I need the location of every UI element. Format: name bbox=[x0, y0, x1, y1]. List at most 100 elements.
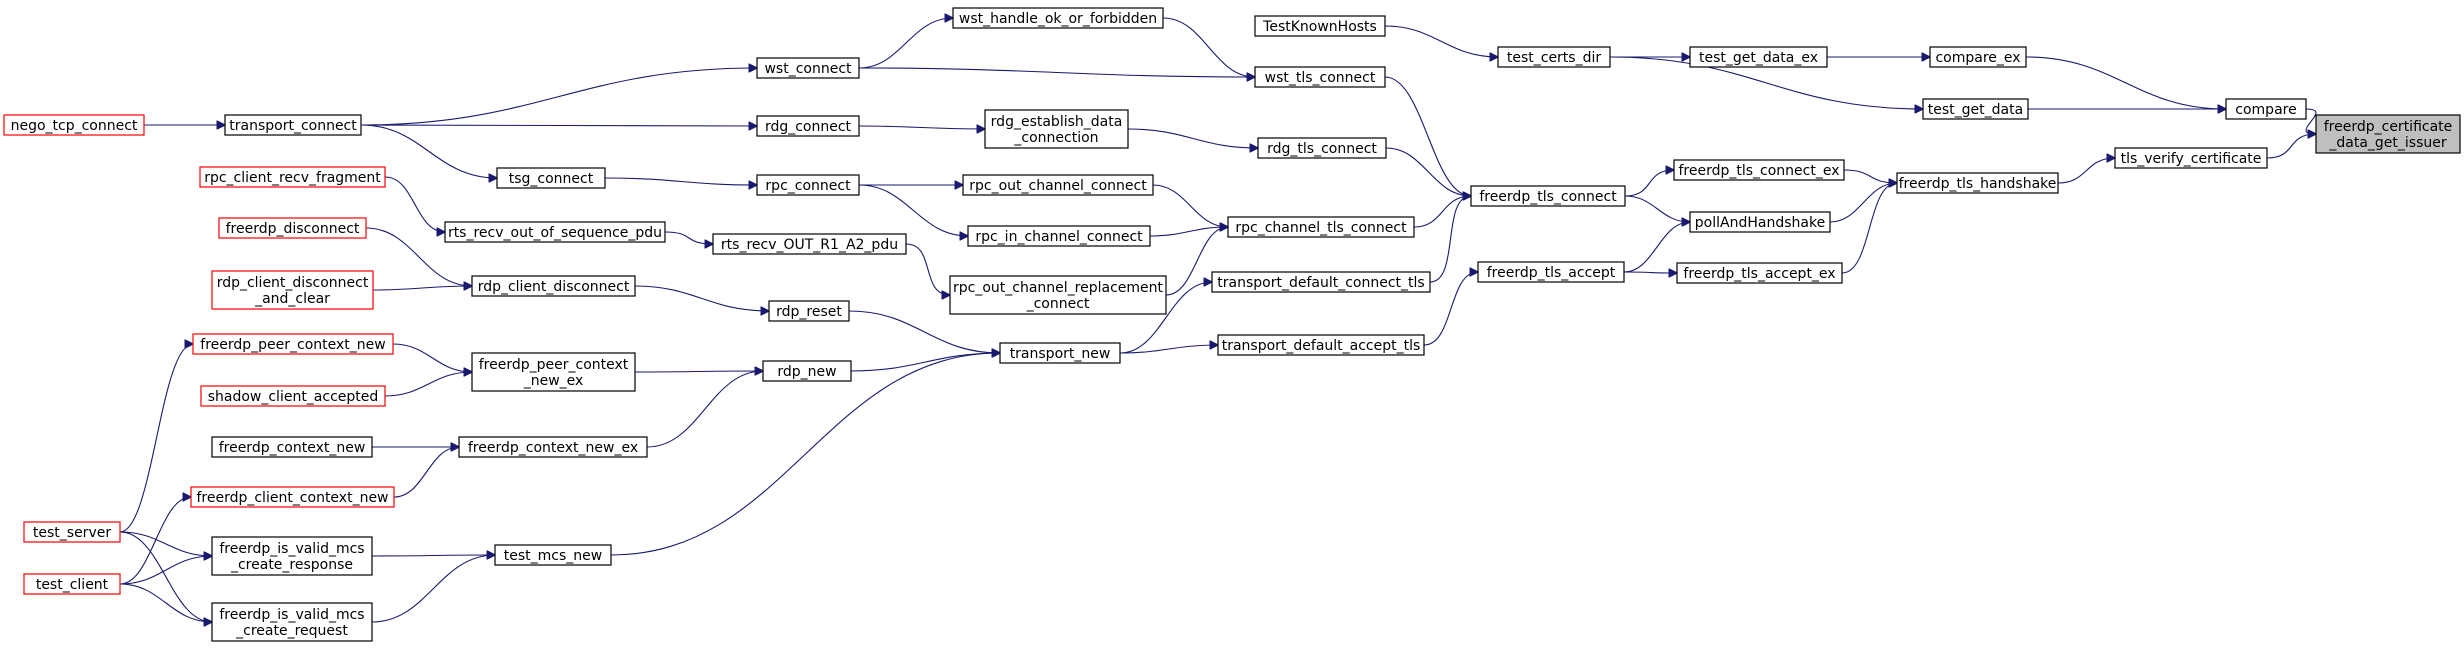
node-freerdp_tls_accept[interactable]: freerdp_tls_accept bbox=[1477, 261, 1625, 283]
node-label: freerdp_tls_connect bbox=[1479, 189, 1617, 205]
node-freerdp_context_new_ex[interactable]: freerdp_context_new_ex bbox=[458, 436, 648, 458]
node-freerdp_tls_handshake[interactable]: freerdp_tls_handshake bbox=[1896, 172, 2059, 194]
node-box bbox=[494, 544, 612, 566]
node-rpc_channel_tls_connect[interactable]: rpc_channel_tls_connect bbox=[1227, 216, 1415, 238]
node-label: rdp_new bbox=[777, 364, 836, 380]
node-box bbox=[756, 115, 860, 137]
node-rpc_client_recv_fragment[interactable]: rpc_client_recv_fragment bbox=[199, 166, 386, 188]
edge-transport_new-to-transport_default_accept_tls bbox=[1119, 345, 1218, 354]
node-label: transport_connect bbox=[229, 118, 357, 134]
node-freerdp_is_valid_mcs_create_response[interactable]: freerdp_is_valid_mcs_create_response bbox=[211, 536, 373, 576]
edge-test_client-to-freerdp_is_valid_mcs_create_response bbox=[119, 556, 212, 585]
node-label: nego_tcp_connect bbox=[11, 118, 138, 134]
node-freerdp_disconnect[interactable]: freerdp_disconnect bbox=[218, 217, 367, 239]
edge-shadow_client_accepted-to-freerdp_peer_context_new_ex bbox=[384, 372, 472, 397]
node-label: _and_clear bbox=[254, 291, 330, 307]
node-test_get_data[interactable]: test_get_data bbox=[1922, 98, 2029, 120]
node-root[interactable]: freerdp_certificate_data_get_issuer bbox=[2315, 114, 2461, 154]
node-label: _data_get_issuer bbox=[2328, 135, 2446, 151]
node-label: freerdp_tls_handshake bbox=[1899, 176, 2057, 192]
node-pollAndHandshake[interactable]: pollAndHandshake bbox=[1689, 211, 1831, 233]
node-freerdp_client_context_new[interactable]: freerdp_client_context_new bbox=[190, 486, 395, 508]
node-label: TestKnownHosts bbox=[1262, 19, 1377, 35]
node-transport_connect[interactable]: transport_connect bbox=[224, 114, 362, 136]
node-freerdp_is_valid_mcs_create_request[interactable]: freerdp_is_valid_mcs_create_request bbox=[211, 602, 373, 642]
node-rts_recv_OUT_R1_A2_pdu[interactable]: rts_recv_OUT_R1_A2_pdu bbox=[712, 233, 907, 255]
node-box bbox=[1227, 216, 1415, 238]
node-rpc_connect[interactable]: rpc_connect bbox=[756, 174, 860, 196]
node-shadow_client_accepted[interactable]: shadow_client_accepted bbox=[200, 385, 386, 407]
node-rpc_in_channel_connect[interactable]: rpc_in_channel_connect bbox=[967, 225, 1151, 247]
edge-tls_verify_certificate-to-root bbox=[2266, 134, 2316, 159]
node-box bbox=[1211, 271, 1431, 293]
node-wst_connect[interactable]: wst_connect bbox=[756, 57, 860, 79]
edge-rpc_out_channel_replacement_connect-to-rpc_channel_tls_connect bbox=[1165, 227, 1228, 296]
node-test_certs_dir[interactable]: test_certs_dir bbox=[1497, 46, 1611, 68]
edge-transport_connect-to-wst_connect bbox=[360, 68, 757, 126]
node-label: rpc_client_recv_fragment bbox=[204, 170, 381, 186]
node-test_server[interactable]: test_server bbox=[23, 521, 121, 543]
node-test_mcs_new[interactable]: test_mcs_new bbox=[494, 544, 612, 566]
node-label: wst_connect bbox=[764, 61, 852, 77]
node-box bbox=[1470, 185, 1626, 207]
node-test_get_data_ex[interactable]: test_get_data_ex bbox=[1689, 46, 1828, 68]
edge-rdg_tls_connect-to-freerdp_tls_connect bbox=[1385, 147, 1471, 196]
edge-rdp_client_disconnect_and_clear-to-rdp_client_disconnect bbox=[372, 286, 472, 291]
node-box bbox=[1254, 66, 1386, 88]
edge-freerdp_tls_accept-to-freerdp_tls_accept_ex bbox=[1623, 272, 1677, 273]
node-wst_handle_ok_or_forbidden[interactable]: wst_handle_ok_or_forbidden bbox=[952, 7, 1164, 29]
node-box bbox=[1922, 98, 2029, 120]
edge-rpc_client_recv_fragment-to-rts_recv_out_of_sequence_pdu bbox=[384, 176, 445, 232]
edge-rdp_new-to-transport_new bbox=[850, 353, 1000, 372]
node-wst_tls_connect[interactable]: wst_tls_connect bbox=[1254, 66, 1386, 88]
node-box bbox=[458, 436, 648, 458]
edge-wst_handle_ok_or_forbidden-to-wst_tls_connect bbox=[1162, 17, 1255, 77]
node-rts_recv_out_of_sequence_pdu[interactable]: rts_recv_out_of_sequence_pdu bbox=[444, 221, 666, 243]
node-rdp_new[interactable]: rdp_new bbox=[762, 360, 852, 382]
edge-rts_recv_OUT_R1_A2_pdu-to-rpc_out_channel_replacement_connect bbox=[905, 243, 950, 295]
node-transport_default_connect_tls[interactable]: transport_default_connect_tls bbox=[1211, 271, 1431, 293]
node-freerdp_tls_accept_ex[interactable]: freerdp_tls_accept_ex bbox=[1676, 262, 1843, 284]
node-rdp_reset[interactable]: rdp_reset bbox=[768, 300, 850, 322]
edge-wst_tls_connect-to-freerdp_tls_connect bbox=[1384, 76, 1471, 196]
node-transport_default_accept_tls[interactable]: transport_default_accept_tls bbox=[1217, 334, 1425, 356]
node-tsg_connect[interactable]: tsg_connect bbox=[496, 167, 606, 189]
edge-rpc_out_channel_connect-to-rpc_channel_tls_connect bbox=[1152, 184, 1228, 227]
node-rdg_establish_data_connection[interactable]: rdg_establish_data_connection bbox=[984, 109, 1129, 149]
node-label: freerdp_tls_connect_ex bbox=[1678, 163, 1839, 179]
node-compare[interactable]: compare bbox=[2225, 98, 2307, 120]
node-label: _create_response bbox=[230, 557, 353, 573]
node-test_client[interactable]: test_client bbox=[23, 573, 121, 595]
node-freerdp_context_new[interactable]: freerdp_context_new bbox=[211, 436, 373, 458]
edge-TestKnownHosts-to-test_certs_dir bbox=[1384, 25, 1498, 57]
node-freerdp_tls_connect_ex[interactable]: freerdp_tls_connect_ex bbox=[1673, 159, 1845, 181]
node-label: freerdp_peer_context bbox=[479, 357, 629, 373]
node-rdp_client_disconnect_and_clear[interactable]: rdp_client_disconnect_and_clear bbox=[211, 270, 374, 310]
node-label: test_get_data_ex bbox=[1699, 50, 1818, 66]
edge-freerdp_is_valid_mcs_create_request-to-test_mcs_new bbox=[371, 555, 495, 623]
node-freerdp_peer_context_new[interactable]: freerdp_peer_context_new bbox=[192, 333, 394, 355]
node-box bbox=[2114, 147, 2268, 169]
node-tls_verify_certificate[interactable]: tls_verify_certificate bbox=[2114, 147, 2268, 169]
node-box bbox=[211, 602, 373, 642]
node-freerdp_tls_connect[interactable]: freerdp_tls_connect bbox=[1470, 185, 1626, 207]
node-rdg_tls_connect[interactable]: rdg_tls_connect bbox=[1257, 137, 1387, 159]
edge-test_client-to-freerdp_client_context_new bbox=[119, 497, 191, 585]
node-rpc_out_channel_replacement_connect[interactable]: rpc_out_channel_replacement_connect bbox=[949, 275, 1167, 315]
node-box bbox=[999, 342, 1121, 364]
node-label: rpc_out_channel_replacement bbox=[953, 280, 1164, 296]
node-freerdp_peer_context_new_ex[interactable]: freerdp_peer_context_new_ex bbox=[471, 352, 636, 392]
node-TestKnownHosts[interactable]: TestKnownHosts bbox=[1254, 15, 1386, 37]
node-compare_ex[interactable]: compare_ex bbox=[1929, 46, 2027, 68]
node-box bbox=[1497, 46, 1611, 68]
node-nego_tcp_connect[interactable]: nego_tcp_connect bbox=[3, 114, 145, 136]
node-rdg_connect[interactable]: rdg_connect bbox=[756, 115, 860, 137]
node-rdp_client_disconnect[interactable]: rdp_client_disconnect bbox=[471, 275, 636, 297]
node-label: wst_handle_ok_or_forbidden bbox=[959, 11, 1157, 27]
node-transport_new[interactable]: transport_new bbox=[999, 342, 1121, 364]
node-box bbox=[2225, 98, 2307, 120]
node-label: rdp_client_disconnect bbox=[217, 275, 369, 291]
node-box bbox=[218, 217, 367, 239]
node-rpc_out_channel_connect[interactable]: rpc_out_channel_connect bbox=[962, 174, 1154, 196]
node-box bbox=[1673, 159, 1845, 181]
